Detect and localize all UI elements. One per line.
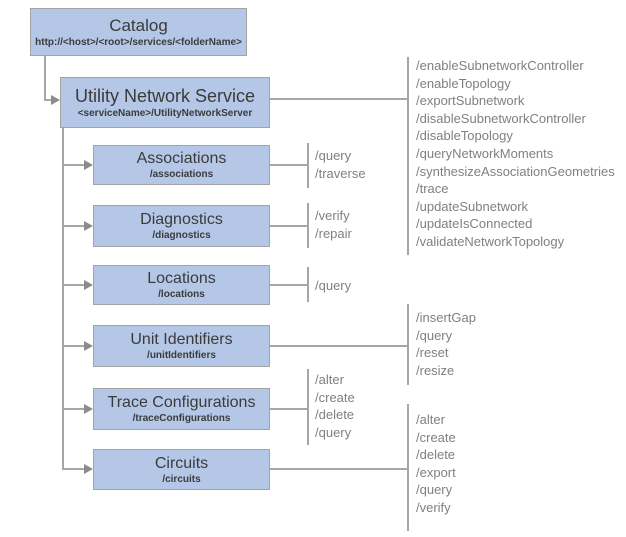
operation-label: /validateNetworkTopology [416,233,565,249]
node-unit-identifiers-path: /unitIdentifiers [147,350,216,361]
operation-label: /resize [416,362,455,378]
node-associations-path: /associations [149,169,214,180]
node-diagnostics: Diagnostics /diagnostics [93,205,270,247]
node-locations-title: Locations [147,270,216,287]
operation-label: /query [315,148,352,163]
operation-label: /updateSubnetwork [416,198,529,214]
bracket-diagnostics-operations [307,203,309,248]
connector-locations-operations [270,284,307,286]
arrowhead-into-circuits [84,464,93,474]
connector-branch-locations [62,284,84,286]
node-circuits-path: /circuits [162,473,201,485]
connector-branch-associations [62,164,84,166]
node-utility-network-service: Utility Network Service <serviceName>/Ut… [60,77,270,128]
node-diagnostics-title: Diagnostics [140,211,223,228]
connector-catalog-elbow [44,99,52,101]
connector-catalog-drop [44,56,46,101]
connector-branch-unit-identifiers [62,345,84,347]
operations-list-locations: /query [315,277,351,295]
arrowhead-into-trace-configurations [84,404,93,414]
operations-list-circuits: /alter/create/delete/export/query/verify [416,411,456,517]
operation-label: /query [315,278,352,293]
operation-label: /queryNetworkMoments [416,145,554,161]
operations-list-associations: /query/traverse [315,147,366,182]
operation-label: /traverse [315,165,366,181]
operation-label: /trace [416,181,449,197]
operation-label: /create [315,389,355,405]
node-trace-configurations-title: Trace Configurations [107,394,256,411]
node-associations: Associations /associations [93,145,270,185]
node-catalog: Catalog http://<host>/<root>/services/<f… [30,8,247,56]
connector-diagnostics-operations [270,225,307,227]
node-diagnostics-path: /diagnostics [152,230,211,241]
operation-label: /reset [416,345,449,361]
operation-label: /export [416,464,456,480]
operation-label: /delete [315,407,355,423]
bracket-circuits-operations [407,404,409,531]
node-utility-network-service-title: Utility Network Service [74,86,256,106]
operations-list-unit-identifiers: /insertGap/query/reset/resize [416,309,476,379]
node-utility-network-service-path: <serviceName>/UtilityNetworkServer [77,108,253,119]
connector-branch-diagnostics [62,225,84,227]
node-unit-identifiers-title: Unit Identifiers [130,331,233,348]
arrowhead-into-diagnostics [84,221,93,231]
node-trace-configurations-path: /traceConfigurations [132,413,231,424]
operations-list-trace-configurations: /alter/create/delete/query [315,371,355,441]
connector-branch-circuits [62,468,84,470]
arrowhead-into-associations [84,160,93,170]
node-catalog-title: Catalog [109,16,168,35]
operation-label: /enableTopology [416,75,511,91]
operation-label: /disableSubnetworkController [416,110,586,126]
bracket-trace-configurations-operations [307,369,309,445]
operation-label: /disableTopology [416,128,513,144]
bracket-unit-identifiers-operations [407,304,409,385]
connector-trunk [62,128,64,470]
arrowhead-into-locations [84,280,93,290]
connector-uns-operations [270,98,407,100]
arrowhead-into-unit-identifiers [84,341,93,351]
operation-label: /synthesizeAssociationGeometries [416,163,615,179]
arrowhead-into-utility-network-service [51,95,60,105]
operation-label: /alter [315,372,344,387]
operation-label: /create [416,429,456,445]
node-locations-path: /locations [158,289,205,300]
operation-label: /query [416,327,453,343]
node-circuits-title: Circuits [154,454,209,472]
operation-label: /insertGap [416,310,476,325]
connector-trace-configurations-operations [270,408,307,410]
operation-label: /alter [416,412,445,427]
connector-branch-trace-configurations [62,408,84,410]
operation-label: /verify [315,208,350,223]
node-catalog-url: http://<host>/<root>/services/<folderNam… [35,37,242,48]
connector-circuits-operations [270,468,407,470]
operation-label: /delete [416,447,456,463]
operations-list-uns: /enableSubnetworkController/enableTopolo… [416,57,615,251]
connector-associations-operations [270,164,307,166]
operation-label: /repair [315,225,352,241]
node-trace-configurations: Trace Configurations /traceConfiguration… [93,388,270,430]
operations-list-diagnostics: /verify/repair [315,207,352,242]
node-locations: Locations /locations [93,265,270,305]
operation-label: /enableSubnetworkController [416,58,584,73]
operation-label: /query [315,424,352,440]
connector-unit-identifiers-operations [270,345,407,347]
operation-label: /query [416,482,453,498]
node-circuits: Circuits /circuits [93,449,270,490]
operation-label: /exportSubnetwork [416,93,525,109]
bracket-locations-operations [307,267,309,302]
bracket-associations-operations [307,143,309,188]
node-unit-identifiers: Unit Identifiers /unitIdentifiers [93,325,270,367]
operation-label: /updateIsConnected [416,216,533,232]
operation-label: /verify [416,499,451,515]
bracket-uns-operations [407,57,409,255]
node-associations-title: Associations [136,150,227,167]
